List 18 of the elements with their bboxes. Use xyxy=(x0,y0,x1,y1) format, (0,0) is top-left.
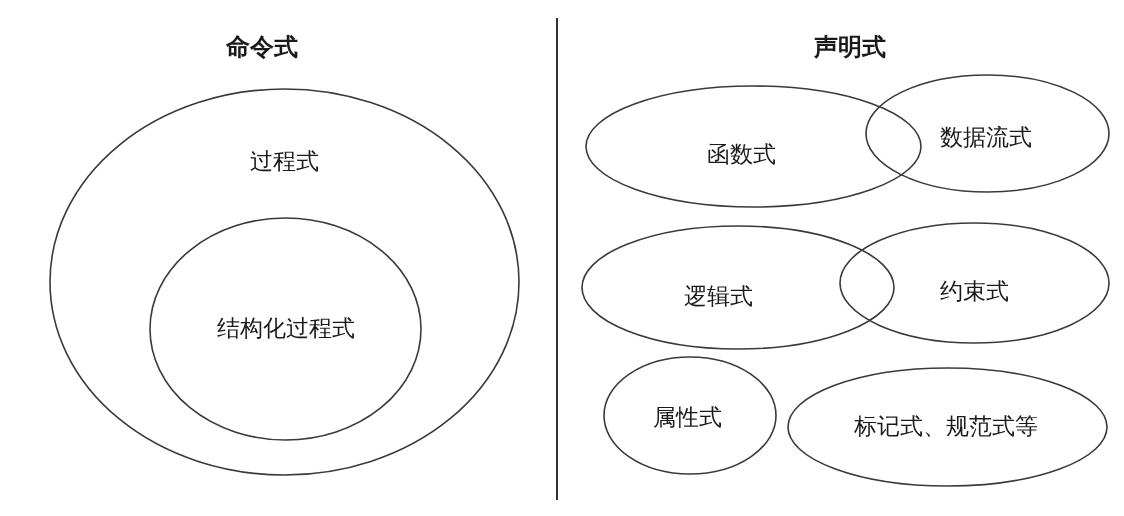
category-ellipse xyxy=(581,225,895,350)
category-ellipse xyxy=(839,222,1110,344)
column-heading: 声明式 xyxy=(814,32,886,62)
category-label: 过程式 xyxy=(250,148,319,176)
column-heading: 命令式 xyxy=(226,32,298,62)
category-label: 约束式 xyxy=(940,278,1009,306)
category-label: 结构化过程式 xyxy=(216,315,355,343)
category-ellipse xyxy=(865,74,1110,193)
category-ellipse xyxy=(787,367,1108,487)
category-label: 函数式 xyxy=(707,141,776,169)
category-label: 数据流式 xyxy=(939,124,1032,152)
category-ellipse xyxy=(585,85,922,208)
category-label: 标记式、规范式等 xyxy=(853,413,1038,441)
category-label: 属性式 xyxy=(652,404,722,432)
category-ellipse xyxy=(603,356,777,475)
category-ellipse xyxy=(149,217,422,441)
category-label: 逻辑式 xyxy=(683,283,753,311)
category-ellipse xyxy=(49,88,520,476)
